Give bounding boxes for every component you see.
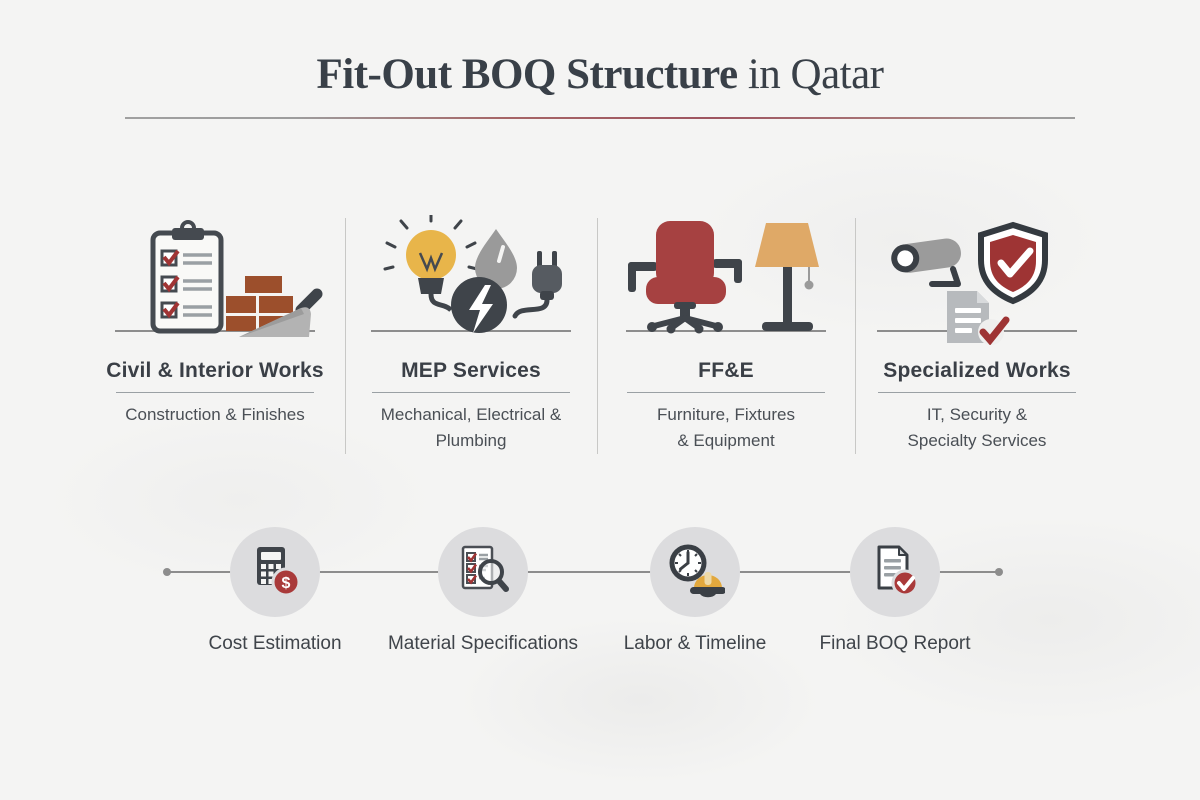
process-step-label: Cost Estimation — [208, 633, 342, 654]
process-step-material-specifications: Material Specifications — [363, 527, 603, 655]
category-subtitle: Mechanical, Electrical & Plumbing — [380, 405, 562, 450]
category-mep-services: MEP Services Mechanical, Electrical & Pl… — [351, 215, 591, 454]
column-divider — [597, 218, 598, 454]
categories-section: Civil & Interior Works Construction & Fi… — [95, 215, 1097, 454]
process-step-labor-timeline: Labor & Timeline — [575, 527, 815, 655]
process-step-cost-estimation: $ Cost Estimation — [155, 527, 395, 655]
page-title: Fit-Out BOQ Structure in Qatar — [0, 50, 1200, 99]
process-step-final-boq-report: Final BOQ Report — [775, 527, 1015, 655]
category-subtitle: IT, Security & Specialty Services — [907, 405, 1047, 450]
page-title-main: Fit-Out BOQ Structure — [316, 51, 739, 98]
category-title: Civil & Interior Works — [106, 359, 324, 382]
category-ffe: FF&E Furniture, Fixtures & Equipment — [606, 215, 846, 454]
category-title: MEP Services — [401, 359, 541, 382]
category-title-rule — [627, 392, 825, 393]
title-divider — [125, 117, 1075, 119]
category-title-rule — [878, 392, 1076, 393]
category-subtitle: Furniture, Fixtures & Equipment — [657, 405, 795, 450]
column-divider — [345, 218, 346, 454]
category-title: Specialized Works — [883, 359, 1071, 382]
svg-text:$: $ — [282, 575, 291, 592]
category-subtitle: Construction & Finishes — [125, 405, 305, 424]
process-step-label: Material Specifications — [387, 633, 579, 654]
lightbulb-waterdrop-plug-icon — [361, 215, 581, 345]
clipboard-bricks-trowel-icon — [105, 215, 325, 345]
timeline-end-dot — [995, 568, 1003, 576]
calculator-dollar-icon: $ — [230, 527, 320, 617]
timeline-start-dot — [163, 568, 171, 576]
clock-hardhat-icon — [650, 527, 740, 617]
column-divider — [855, 218, 856, 454]
category-title: FF&E — [698, 359, 754, 382]
category-title-rule — [372, 392, 570, 393]
category-specialized-works: Specialized Works IT, Security & Special… — [857, 215, 1097, 454]
cctv-shield-checklist-icon — [867, 215, 1087, 345]
process-step-label: Final BOQ Report — [819, 633, 971, 654]
page-title-suffix: in Qatar — [737, 51, 884, 98]
process-step-label: Labor & Timeline — [623, 633, 767, 654]
category-title-rule — [116, 392, 314, 393]
office-chair-lamp-icon — [616, 215, 836, 345]
checklist-magnifier-icon — [438, 527, 528, 617]
document-check-icon — [850, 527, 940, 617]
timeline-line — [167, 571, 1000, 573]
category-civil-interior-works: Civil & Interior Works Construction & Fi… — [95, 215, 335, 428]
